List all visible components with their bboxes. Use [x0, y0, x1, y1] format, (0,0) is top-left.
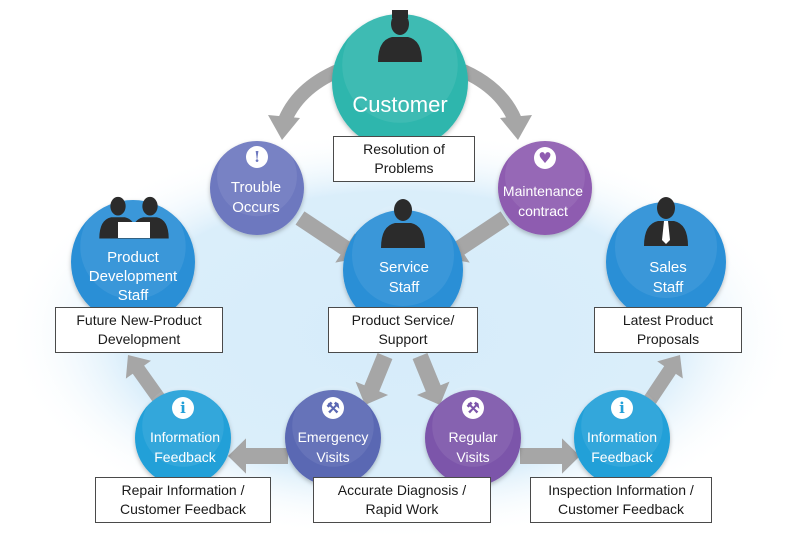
maintenance-node [498, 136, 592, 235]
info-left-node [135, 385, 231, 486]
exclamation-icon: ! [246, 146, 268, 168]
customer-person-icon [378, 13, 422, 62]
customer-node-gloss [342, 7, 458, 123]
arrow-regular-to-info-right [520, 438, 580, 474]
service-node-gloss [352, 204, 454, 306]
info-right-node-gloss [581, 385, 663, 467]
arrow-info-right-to-latest [644, 355, 683, 404]
info-right-node-circle [574, 390, 670, 486]
regular-node [425, 385, 521, 486]
info-i-icon-left: i [172, 397, 194, 419]
inspection-information-caption: Inspection Information /Customer Feedbac… [530, 477, 712, 523]
wrench-icon-regular: ⚒ [462, 397, 484, 419]
svg-text:⚒: ⚒ [326, 399, 340, 417]
arrow-customer-to-trouble-head [268, 115, 300, 140]
service-node [343, 204, 463, 330]
emergency-node-circle [285, 390, 381, 486]
info-left-node-circle [135, 390, 231, 486]
maintenance-node-circle [498, 141, 592, 235]
arrow-service-to-emergency [355, 352, 393, 405]
maintenance-node-gloss [505, 136, 585, 217]
product-service-caption: Product Service/Support [328, 307, 478, 353]
svg-text:⚒: ⚒ [466, 399, 480, 417]
svg-text:♥: ♥ [538, 149, 551, 167]
svg-text:i: i [619, 399, 625, 417]
wrench-icon-emergency: ⚒ [322, 397, 344, 419]
sales-node [606, 196, 726, 322]
customer-node-label: Customer [340, 92, 460, 118]
sales-node-gloss [615, 196, 717, 298]
trouble-node-gloss [217, 136, 297, 217]
arrow-customer-to-maintenance-head [500, 115, 532, 140]
customer-text: Customer [352, 92, 448, 117]
service-person-icon [381, 199, 425, 248]
emergency-node [285, 385, 381, 486]
info-left-node-gloss [142, 385, 224, 467]
service-node-circle [343, 210, 463, 330]
trouble-node-circle [210, 141, 304, 235]
repair-information-caption: Repair Information /Customer Feedback [95, 477, 271, 523]
tie-icon [662, 221, 670, 244]
info-right-node [574, 385, 670, 486]
customer-node-circle [332, 14, 468, 150]
trouble-node [210, 136, 304, 235]
arrow-info-left-to-future [125, 355, 166, 405]
reading-paper-icon [118, 222, 150, 238]
arrow-service-to-regular [412, 352, 450, 405]
regular-node-circle [425, 390, 521, 486]
accurate-diagnosis-caption: Accurate Diagnosis /Rapid Work [313, 477, 491, 523]
info-i-icon-right: i [611, 397, 633, 419]
customer-cap-icon [392, 10, 408, 18]
arrow-trouble-to-service [295, 211, 360, 263]
customer-node [332, 7, 468, 150]
arrow-maintenance-to-service [445, 211, 510, 263]
arrow-emergency-to-info-left [228, 438, 288, 474]
regular-node-gloss [432, 385, 514, 467]
svg-text:!: ! [254, 148, 261, 166]
emergency-node-gloss [292, 385, 374, 467]
sales-node-circle [606, 202, 726, 322]
svg-text:i: i [180, 399, 186, 417]
flow-arrows [125, 61, 683, 474]
heart-icon: ♥ [534, 147, 556, 169]
